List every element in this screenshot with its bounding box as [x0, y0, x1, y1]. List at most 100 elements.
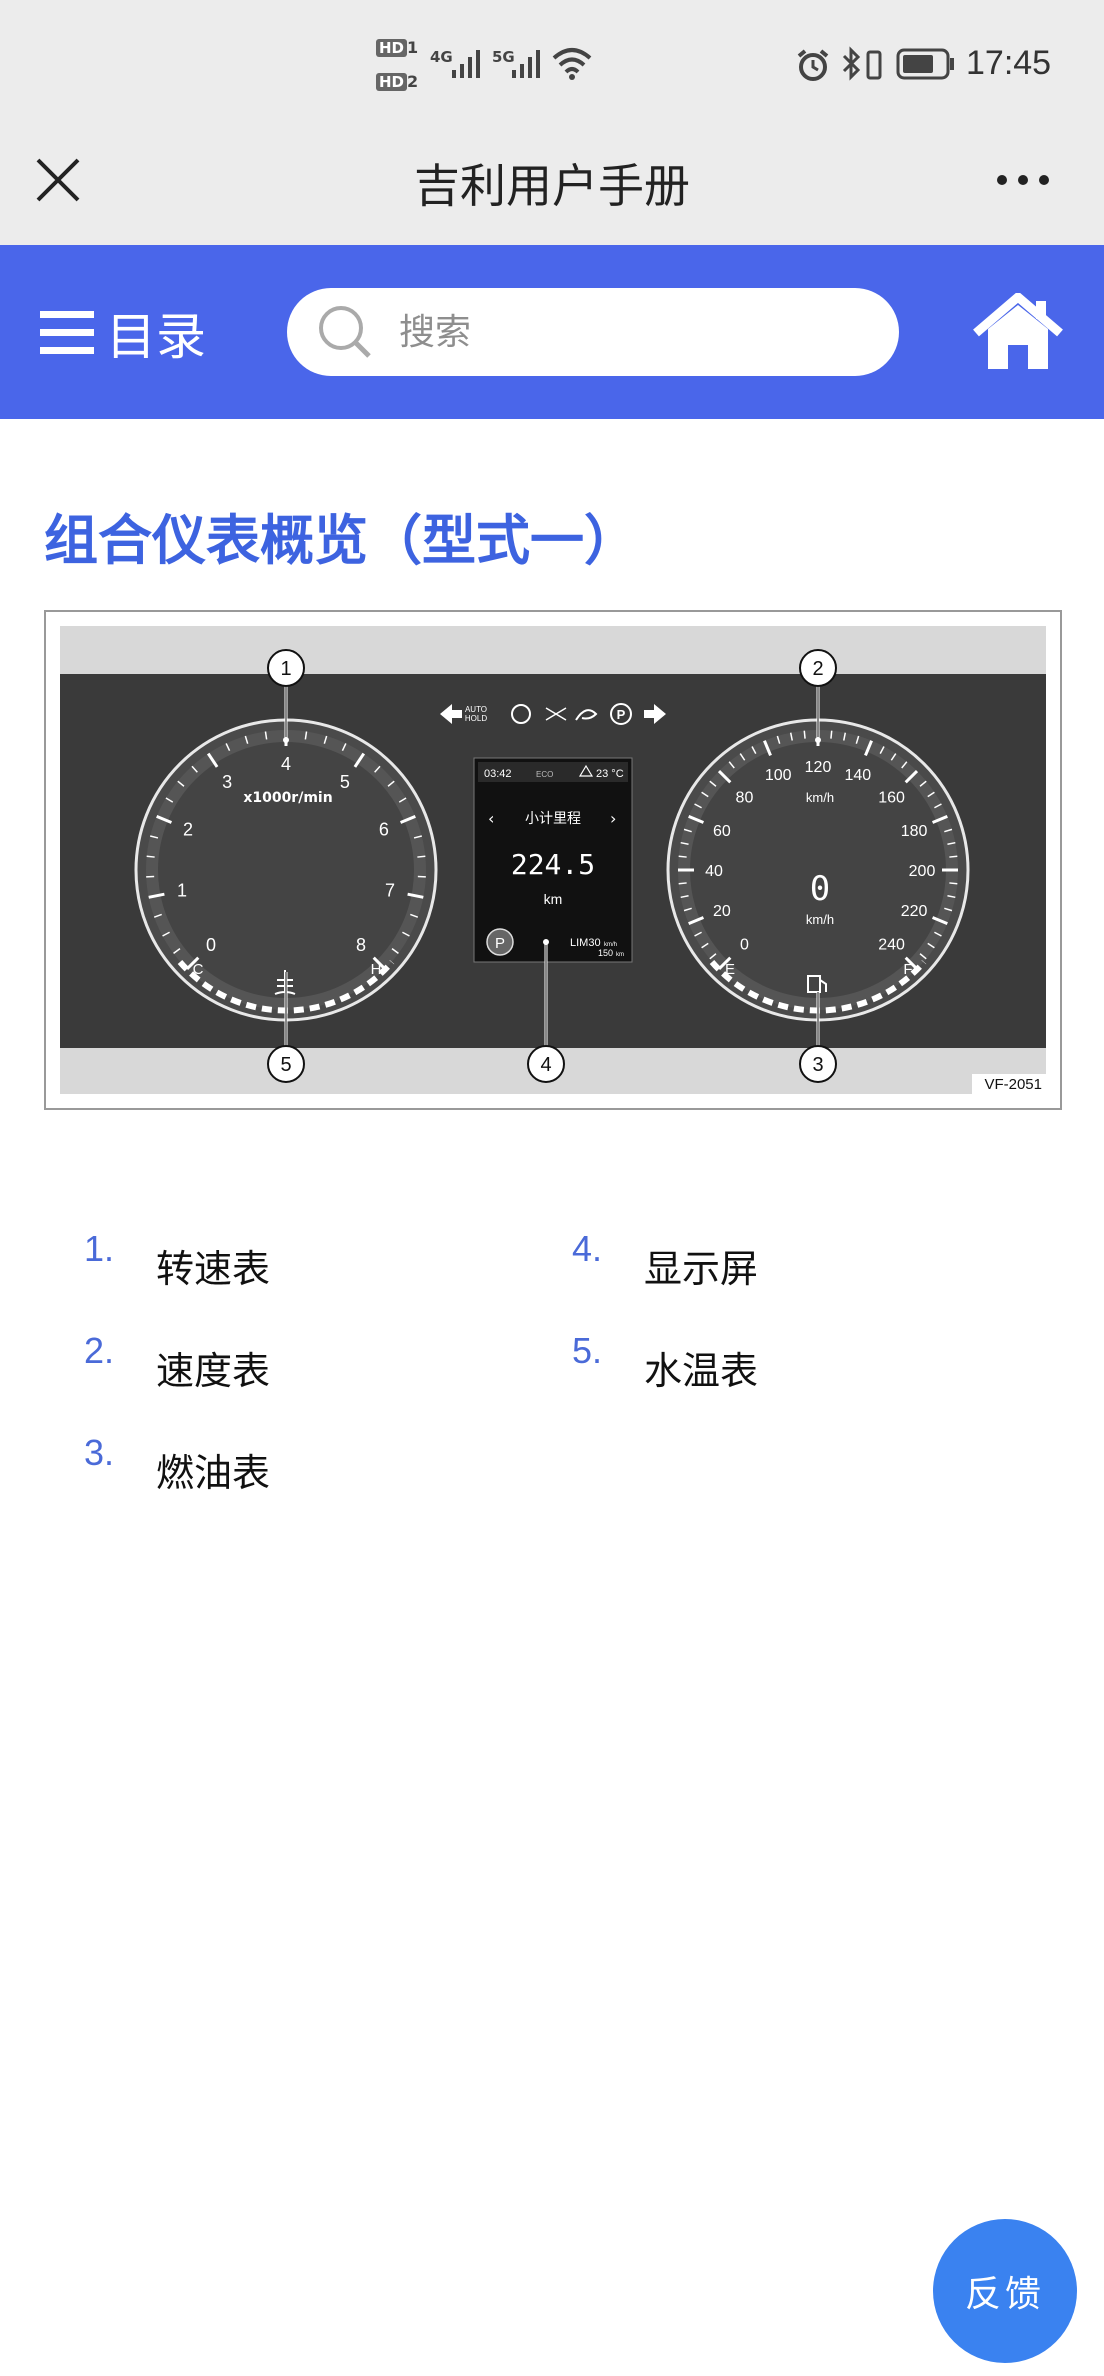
display-temp: 23 °C: [596, 768, 624, 780]
tach-tick: [391, 948, 399, 955]
list-item-text: 转速表: [156, 1247, 271, 1291]
tach-tick: [206, 752, 219, 768]
turn-right-icon: [644, 704, 666, 724]
fuel-empty-label: E: [725, 961, 735, 978]
display-gear: P: [495, 935, 505, 952]
close-button[interactable]: [30, 152, 86, 208]
speedo-tick-label: 40: [705, 863, 723, 880]
feedback-button[interactable]: 反馈: [933, 2219, 1077, 2363]
speedo-tick: [890, 753, 897, 761]
turn-left-icon: [440, 704, 462, 724]
tach-tick: [173, 948, 181, 955]
speedo-tick: [843, 732, 847, 741]
speedo-tick: [944, 907, 953, 912]
tach-tick: [146, 855, 155, 858]
indicator-row: AUTO HOLD P: [440, 703, 666, 725]
toc-button[interactable]: 目录: [40, 303, 206, 366]
tach-tick: [148, 892, 165, 899]
tach-unit: x1000r/min: [243, 790, 332, 806]
tach-tick: [264, 731, 268, 740]
tach-tick: [191, 765, 198, 773]
close-icon: [36, 158, 80, 202]
tach-tick: [387, 780, 395, 787]
tach-tick-label: 0: [206, 935, 216, 955]
list-item-number: 2.: [84, 1330, 115, 1371]
tach-tick-label: 4: [281, 754, 291, 774]
speedo-tick-label: 220: [901, 903, 928, 920]
speedo-tick: [947, 841, 956, 845]
display-range-unit: km: [616, 952, 624, 958]
speedo-tick: [934, 803, 942, 809]
more-dots-icon: [997, 175, 1049, 185]
list-item-text: 显示屏: [644, 1247, 759, 1291]
speedo-tick: [701, 942, 709, 949]
tach-tick: [372, 956, 387, 971]
speedo-tick: [919, 953, 927, 960]
speedo-tick-label: 0: [740, 937, 749, 954]
fuel-pump-icon: [807, 975, 827, 993]
speedo-tick: [789, 732, 793, 741]
vibrate-icon: [866, 50, 882, 80]
search-box[interactable]: [287, 288, 899, 376]
speedo-tick-label: 80: [736, 789, 754, 806]
signal-bars-icon-2: [512, 50, 540, 78]
callout-markers: 1 2 3 4 5: [267, 649, 837, 1083]
figure-code: VF-2051: [984, 1076, 1042, 1093]
speed-readout: 0: [810, 869, 830, 909]
signal-bars-icon-1: [452, 50, 480, 78]
speedo-tick: [683, 828, 692, 833]
speedo-tick: [776, 735, 781, 744]
tach-tick-label: 3: [222, 772, 232, 792]
speedo-tick: [701, 791, 709, 798]
home-button[interactable]: [972, 292, 1064, 373]
speedo-tick: [694, 803, 702, 809]
speedo-tick-label: 100: [765, 767, 792, 784]
display-trip-value: 224.5: [511, 848, 595, 881]
display-prev-arrow: ‹: [488, 809, 494, 828]
auto-hold-line2: HOLD: [465, 714, 487, 723]
tach-tick-label: 6: [379, 819, 389, 839]
tach-tick: [244, 735, 249, 744]
speedo-tick: [728, 761, 735, 769]
speedo-tick: [931, 815, 948, 824]
tach-tick: [150, 835, 159, 839]
speedo-tick: [680, 895, 689, 899]
list-item-text: 水温表: [644, 1349, 759, 1393]
speedo-tick-label: 160: [878, 789, 905, 806]
tach-tick: [410, 913, 419, 918]
speedo-tick-label: 120: [805, 759, 832, 776]
toc-label: 目录: [106, 308, 206, 366]
speedo-unit-top: km/h: [806, 790, 834, 805]
list-item-text: 速度表: [156, 1349, 271, 1393]
tach-tick: [162, 931, 170, 937]
speedo-tick: [739, 753, 746, 761]
callout-5: 5: [280, 1054, 291, 1076]
display-trip-unit: km: [544, 891, 563, 907]
list-item-text: 燃油表: [156, 1451, 271, 1495]
tach-tick: [165, 797, 174, 803]
callout-2: 2: [812, 658, 823, 680]
tach-tick: [399, 815, 416, 824]
wifi-icon: [552, 48, 592, 80]
tach-tick: [304, 731, 308, 740]
parking-brake-indicator: P: [617, 707, 626, 722]
search-input[interactable]: [399, 306, 869, 358]
list-item-number: 1.: [84, 1228, 115, 1269]
speedo-tick-label: 180: [901, 823, 928, 840]
more-button[interactable]: [990, 160, 1060, 200]
tach-tick: [323, 735, 328, 744]
speedo-tick: [717, 769, 732, 784]
speedo-tick: [919, 780, 927, 787]
clock: 17:45: [966, 44, 1052, 82]
brake-warning-icon: [511, 704, 531, 724]
display-next-arrow: ›: [610, 809, 616, 828]
speedo-tick-label: 20: [713, 903, 731, 920]
callout-3: 3: [812, 1054, 823, 1076]
section-title: 组合仪表概览（型式一）: [44, 509, 638, 572]
tach-tick: [407, 892, 424, 899]
tach-tick: [402, 931, 410, 937]
